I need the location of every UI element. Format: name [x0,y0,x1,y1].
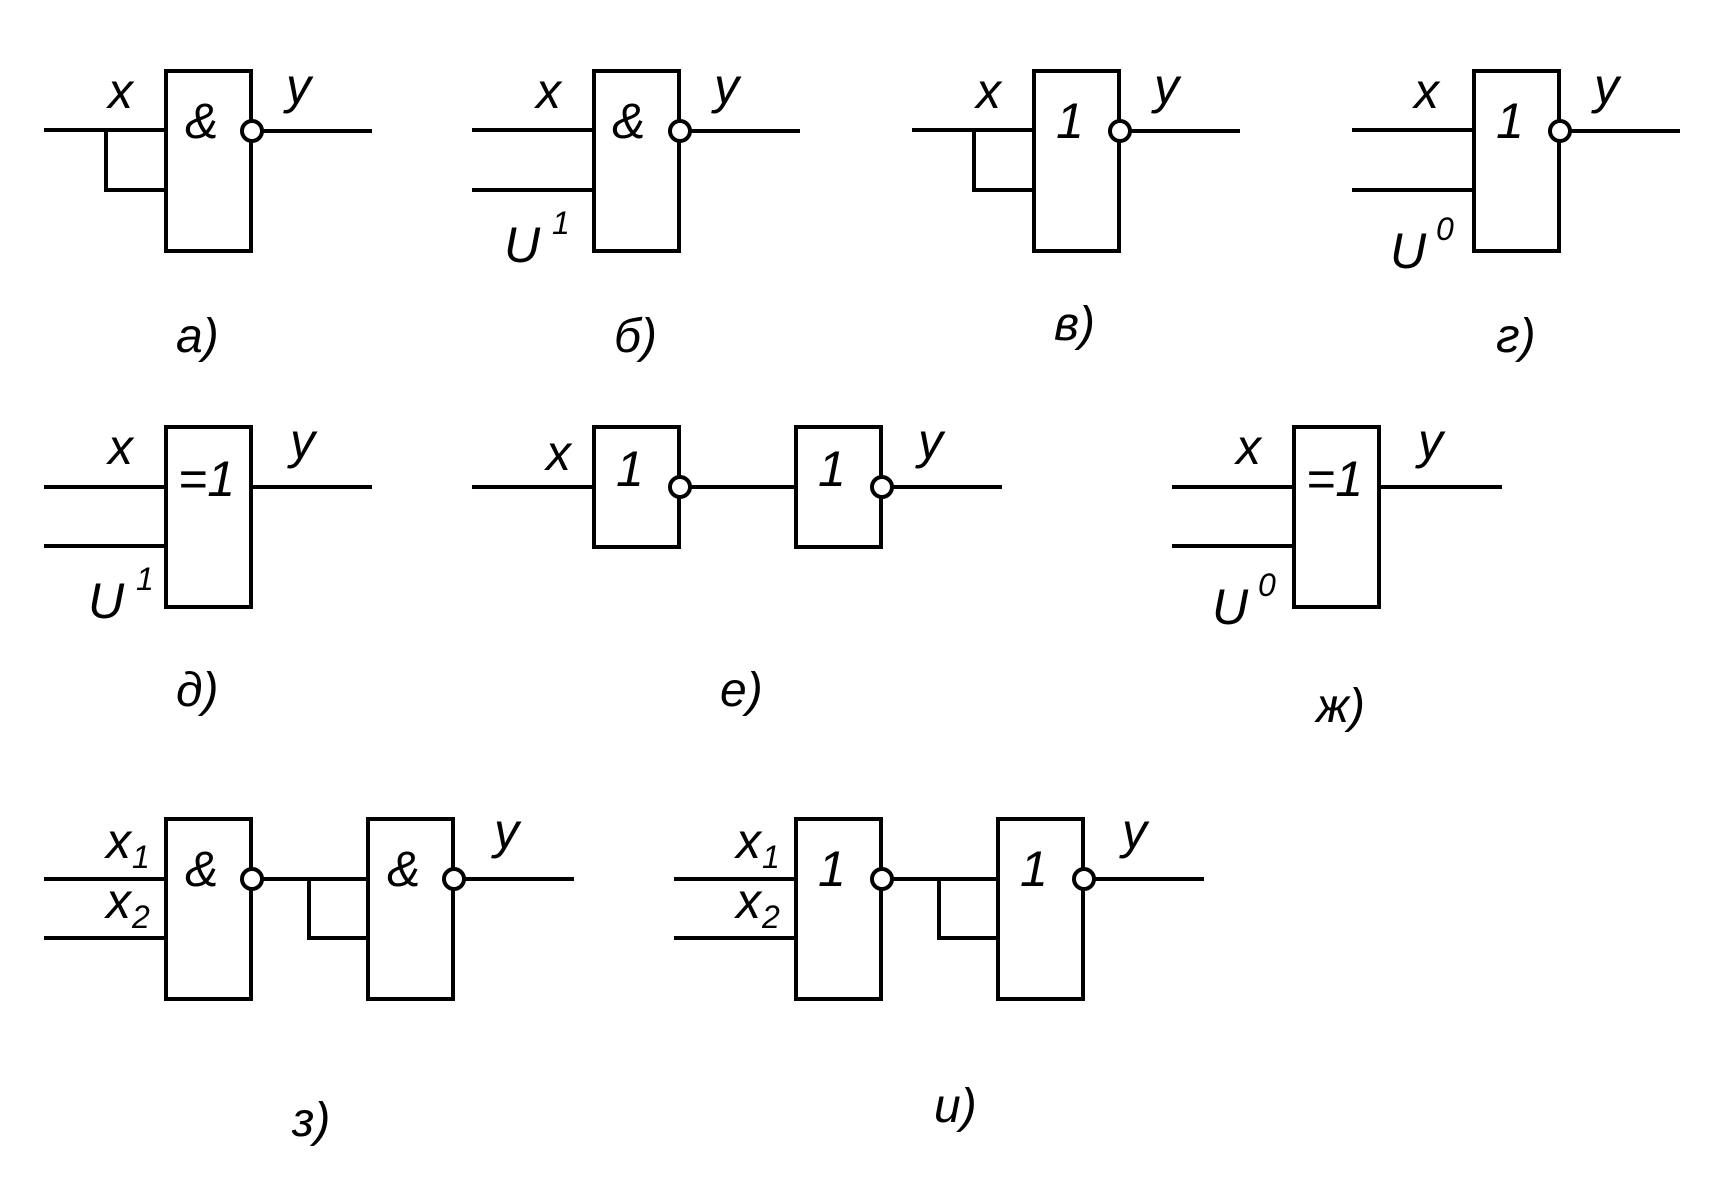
and-symbol: & [185,93,218,149]
superscript-0: 0 [1258,567,1276,603]
inverter-gate-1 [592,425,681,549]
circuit-g: 1 x y U 0 г) [1352,58,1680,363]
caption-z: з) [291,1094,330,1147]
caption-g: г) [1496,310,1536,363]
subscript-1: 1 [762,839,780,875]
input-label-x2: x [734,873,763,929]
input-label-x: x [544,425,573,481]
xor-symbol: =1 [1306,451,1363,507]
output-label-y: y [491,803,522,859]
circuit-zh: =1 x y U 0 ж) [1172,413,1502,733]
xor-symbol: =1 [178,451,235,507]
not-symbol: 1 [616,441,644,497]
input-label-x: x [974,63,1003,119]
input-label-u: U [1212,579,1249,635]
circuit-a: & x y а) [44,58,372,363]
or-symbol: 1 [1056,93,1084,149]
circuit-z: & & x 1 x 2 y з) [44,803,574,1147]
or-symbol: 1 [1496,93,1524,149]
xor-gate [1292,425,1381,609]
inversion-bubble [1548,119,1572,143]
subscript-2: 2 [131,899,150,935]
or-symbol: 1 [818,841,846,897]
nor-gate-1 [794,817,883,1001]
circuit-v: 1 x y в) [912,58,1240,351]
inversion-bubble [870,475,894,499]
input-label-x1: x [734,813,763,869]
input-label-u: U [1390,223,1427,279]
inverter-gate-2 [794,425,883,549]
output-label-y: y [1119,803,1150,859]
inversion-bubble [1072,867,1096,891]
nand-gate-1 [164,817,253,1001]
caption-v: в) [1054,298,1095,351]
and-symbol: & [612,93,645,149]
output-label-y: y [1591,58,1622,114]
and-symbol: & [185,841,218,897]
caption-a: а) [176,310,219,363]
input-label-x: x [106,419,135,475]
output-label-y: y [915,413,946,469]
subscript-2: 2 [761,899,780,935]
input-label-x: x [1234,419,1263,475]
input-label-u: U [504,217,541,273]
caption-zh: ж) [1314,680,1365,733]
input-label-x1: x [104,813,133,869]
output-label-y: y [711,58,742,114]
caption-b: б) [614,310,657,363]
output-label-y: y [1151,58,1182,114]
input-label-x: x [106,63,135,119]
output-label-y: y [1415,413,1446,469]
or-symbol: 1 [1020,841,1048,897]
caption-i: и) [934,1080,977,1133]
nand-gate-2 [366,817,455,1001]
circuit-e: 1 1 x y е) [472,413,1002,717]
nor-gate-2 [996,817,1085,1001]
input-label-x2: x [104,873,133,929]
not-symbol: 1 [818,441,846,497]
nand-gate [164,69,253,253]
output-label-y: y [283,58,314,114]
inversion-bubble [240,867,264,891]
superscript-1: 1 [552,205,570,241]
caption-e: е) [720,664,763,717]
nand-gate [592,69,681,253]
subscript-1: 1 [132,839,150,875]
superscript-1: 1 [136,561,154,597]
superscript-0: 0 [1436,211,1454,247]
nor-gate [1472,69,1561,253]
inversion-bubble [442,867,466,891]
inversion-bubble [668,475,692,499]
and-symbol: & [387,841,420,897]
circuit-b: & x y U 1 б) [472,58,800,363]
circuit-i: 1 1 x 1 x 2 y и) [674,803,1204,1133]
xor-gate [164,425,253,609]
caption-d: д) [176,664,219,717]
input-label-x: x [1412,63,1441,119]
inversion-bubble [668,119,692,143]
inversion-bubble [240,119,264,143]
nor-gate [1032,69,1121,253]
inversion-bubble [870,867,894,891]
inversion-bubble [1108,119,1132,143]
circuit-d: =1 x y U 1 д) [44,413,372,717]
input-label-x: x [534,63,563,119]
input-label-u: U [88,573,125,629]
output-label-y: y [287,413,318,469]
